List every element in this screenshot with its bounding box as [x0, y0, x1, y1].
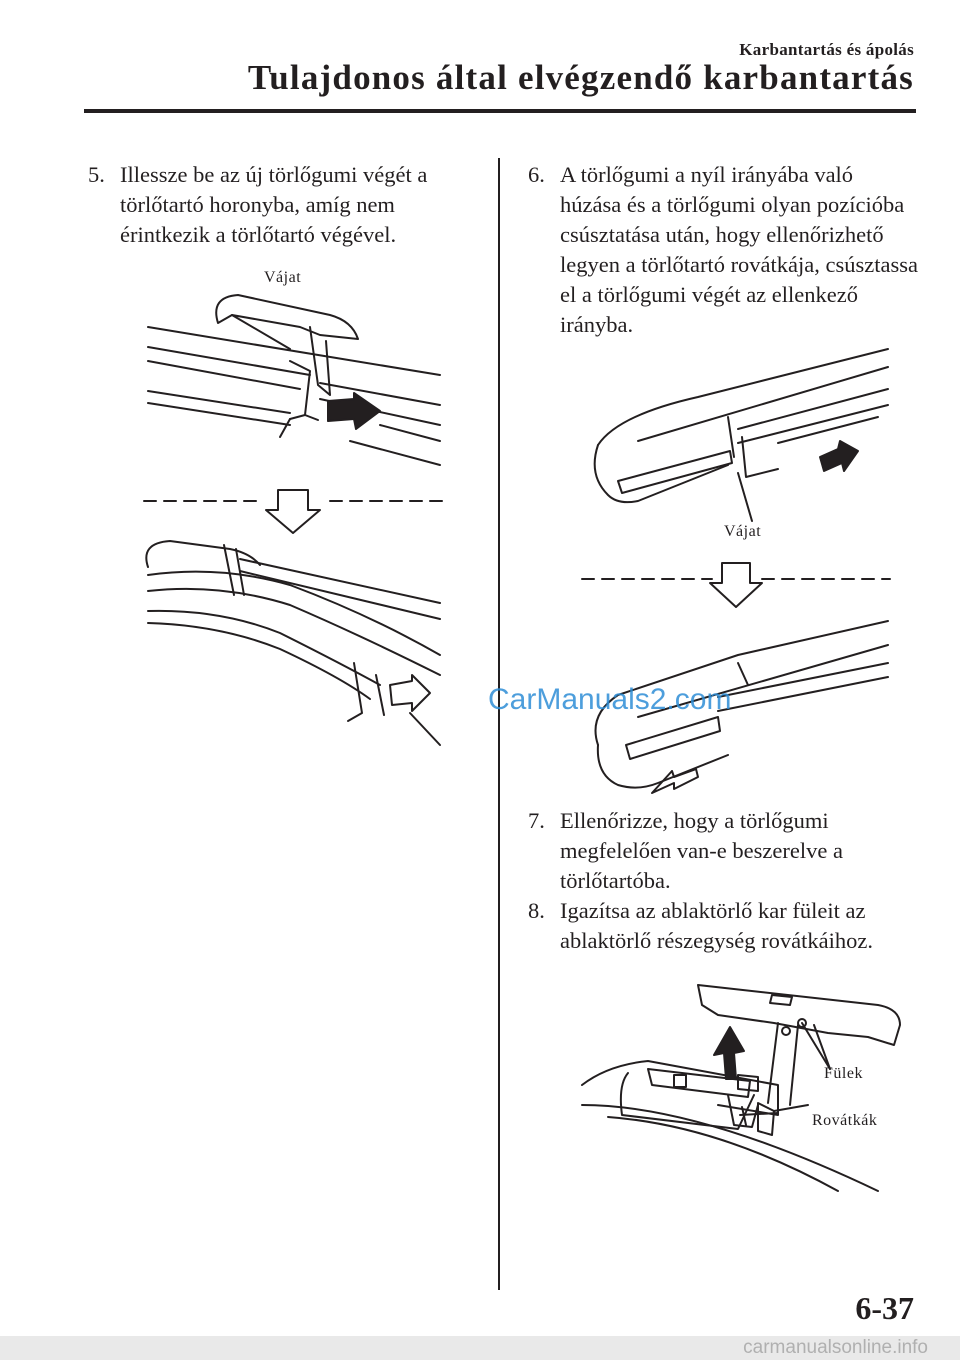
- step-number: 5.: [88, 162, 105, 187]
- step-6: 6. A törlőgumi a nyíl irányába való húzá…: [528, 160, 918, 340]
- step-number: 7.: [528, 808, 545, 833]
- step8-notches-label: Rovátkák: [812, 1112, 878, 1129]
- step-number: 8.: [528, 898, 545, 923]
- step5-groove-label: Vájat: [264, 269, 302, 286]
- header-rule: [84, 109, 916, 113]
- step-7: 7. Ellenőrizze, hogy a törlőgumi megfele…: [528, 806, 918, 896]
- step-8: 8. Igazítsa az ablaktörlő kar füleit az …: [528, 896, 918, 956]
- step5-figure: Vájat: [140, 265, 450, 755]
- footer-site: carmanualsonline.info: [0, 1336, 960, 1360]
- step-text: Igazítsa az ablaktörlő kar füleit az abl…: [560, 898, 874, 953]
- step-text: Illessze be az új törlőgumi végét a törl…: [120, 162, 428, 247]
- column-divider: [498, 158, 500, 1290]
- step-text: A törlőgumi a nyíl irányába való húzása …: [560, 162, 918, 337]
- step6-figure: Vájat: [578, 345, 894, 805]
- section-label: Karbantartás és ápolás: [739, 40, 914, 59]
- chapter-title: Tulajdonos által elvégzendő karbantartás: [247, 58, 914, 97]
- page-number: 6-37: [855, 1290, 914, 1326]
- step8-tabs-label: Fülek: [824, 1065, 863, 1082]
- watermark: CarManuals2.com: [488, 683, 732, 716]
- step-5: 5. Illessze be az új törlőgumi végét a t…: [88, 160, 488, 250]
- step-text: Ellenőrizze, hogy a törlőgumi megfelelőe…: [560, 808, 843, 893]
- step-number: 6.: [528, 162, 545, 187]
- step8-figure: Fülek Rovátkák: [578, 965, 908, 1195]
- step6-groove-label: Vájat: [724, 523, 762, 540]
